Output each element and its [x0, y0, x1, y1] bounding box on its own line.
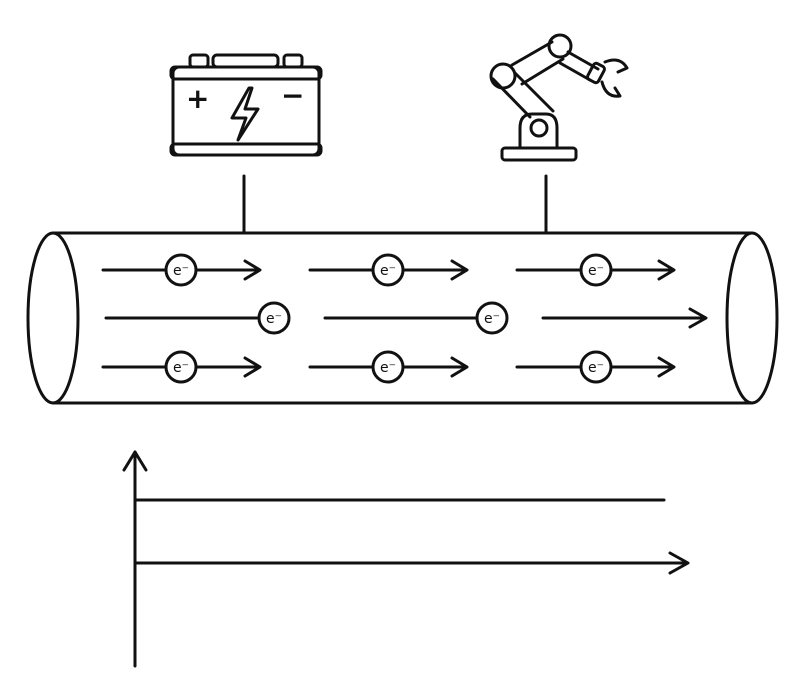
- electron-row-top: e⁻ e⁻ e⁻: [101, 253, 676, 287]
- electron-label: e⁻: [266, 311, 282, 327]
- robot-arm-icon: [489, 33, 629, 162]
- electron-label: e⁻: [588, 360, 604, 376]
- battery-minus-sign: −: [281, 79, 304, 112]
- electron-label: e⁻: [484, 311, 500, 327]
- battery-plus-sign: +: [186, 82, 209, 115]
- electron-label: e⁻: [380, 263, 396, 279]
- battery-icon: + −: [169, 53, 323, 157]
- electron-label: e⁻: [380, 360, 396, 376]
- electron-row-middle: e⁻ e⁻: [104, 301, 708, 335]
- electron-label: e⁻: [173, 360, 189, 376]
- electron-label: e⁻: [588, 263, 604, 279]
- electron-label: e⁻: [173, 263, 189, 279]
- lower-horizontal-arrowhead: [668, 551, 690, 575]
- lightning-bolt-icon: [230, 86, 260, 142]
- lower-axes: [122, 450, 690, 668]
- electron-row-bottom: e⁻ e⁻ e⁻: [101, 350, 676, 384]
- vertical-axis-arrowhead: [122, 450, 148, 472]
- wire-cylinder: [26, 231, 779, 405]
